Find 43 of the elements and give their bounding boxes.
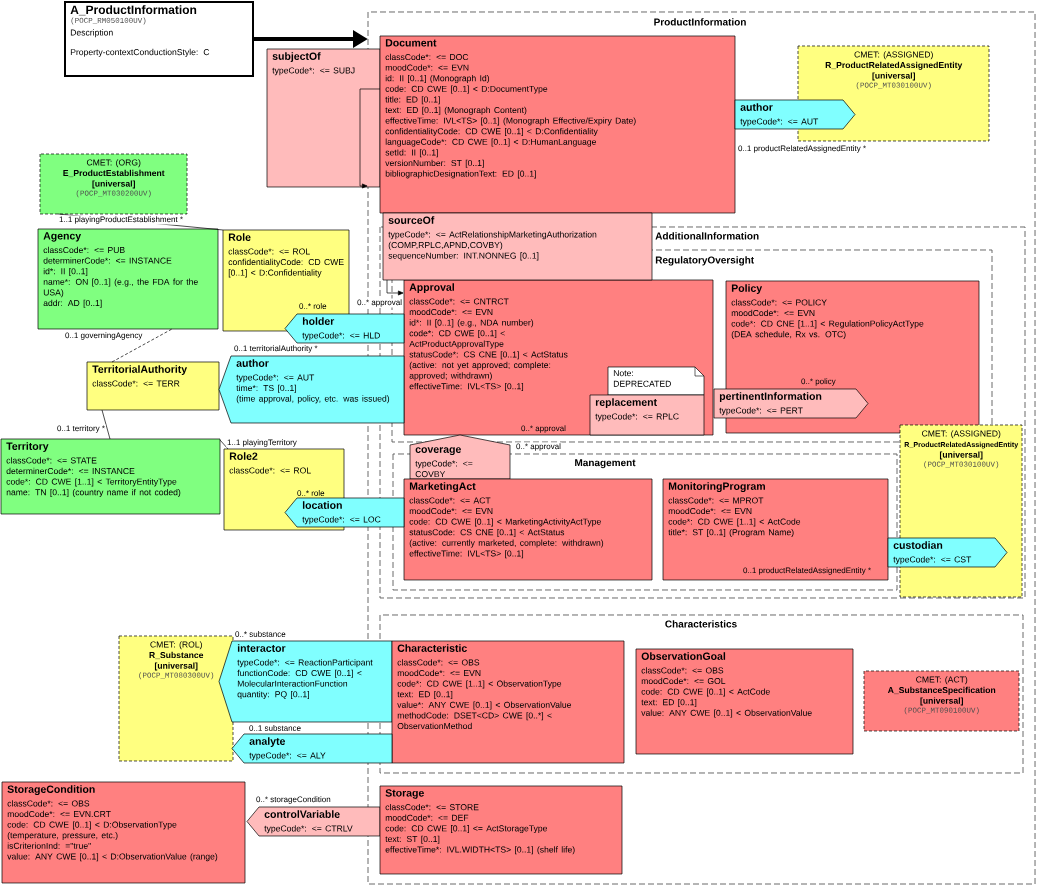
association-box: interactor typeCode*: <= ReactionParticipant functionCode: CD CWE [0..1] < MolecularInteractionFunction quantity: PQ [0..1]	[218, 640, 393, 723]
role-label: 0..* role	[299, 303, 327, 309]
association-box: custodian typeCode*: <= CST	[887, 537, 1008, 568]
association-box: controlVariable typeCode*: <= CTRLV	[246, 806, 381, 837]
connector-line	[101, 409, 111, 440]
arrow	[386, 279, 404, 296]
edge-label: 1..1 playingTerritory	[226, 438, 298, 448]
association-box: location typeCode*: <= LOC	[284, 497, 405, 528]
edge-label: 0..1 governingAgency	[64, 331, 144, 341]
association-box: author typeCode*: <= AUT	[734, 99, 856, 130]
class-box: Document classCode*: <= DOC moodCode*: <= EVN id: II [0..1] (Monograph Id) code: CD CWE [0..1] < D:DocumentType title: ED [0..1] text: ED [0..1] (Monograph Content) effectiveTime: IVL<TS> [0..1] (Monograph Effective/Expiry Date) confidentialityCode: CD CWE [0..1] < D:Confidentiality languageCode*: CD CWE [0..1] < D:HumanLanguage setId: II [0..1] versionNumber: ST [0..1] bibliographicDesignationText: ED [0..1]	[379, 35, 736, 214]
association-box: analyte typeCode*: <= ALY	[231, 733, 393, 764]
association-box: holder typeCode*: <= HLD	[284, 313, 405, 344]
class-box: Territory classCode*: <= STATE determinerCode*: <= INSTANCE code*: CD CWE [1..1] < TerritoryEntityType name: TN [0..1] (country name if not coded)	[0, 438, 221, 515]
edge-label: 0..* approval	[356, 298, 403, 308]
arrow	[359, 88, 381, 189]
connector-line	[219, 439, 229, 450]
role-label: 0..1 substance	[249, 725, 301, 731]
class-box: TerritorialAuthority classCode*: <= TERR	[86, 361, 220, 411]
class-box: Storage classCode*: <= STORE moodCode*: <= DEF code: CD CWE [0..1] <= ActStorageType text: ST [0..1] effectiveTime*: IVL.WIDTH<TS> [0..1] (shelf life)	[379, 785, 623, 875]
edge-label: 0..1 territory *	[56, 424, 106, 434]
class-box: MarketingAct classCode*: <= ACT moodCode*: <= EVN code: CD CWE [0..1] < MarketingActivityActType statusCode: CS CNE [0..1] < ActStatus (active: currently marketed, complete: withdrawn) effectiveTime: IVL<TS> [0..1]	[403, 478, 653, 581]
role-label: 0..1 territorialAuthority *	[234, 345, 318, 353]
class-box: replacement typeCode*: <= RPLC	[589, 394, 705, 436]
edge-label: 1..1 playingProductEstablishment *	[58, 215, 184, 225]
class-box: subjectOf typeCode*: <= SUBJ	[266, 48, 381, 188]
class-box: StorageCondition classCode*: <= OBS moodCode*: <= EVN.CRT code: CD CWE [0..1] < D:ObservationType (temperature, pressure, etc.) isCriterionInd: ="true" value: ANY CWE [0..1] < D:ObservationValue (range)	[1, 781, 246, 884]
role-label: 0..* role	[297, 490, 325, 496]
class-box: sourceOf typeCode*: <= ActRelationshipMarketingAuthorization (COMP,RPLC,APND,COVBY) sequenceNumber: INT.NONNEG [0..1]	[382, 212, 653, 281]
class-box: Agency classCode*: <= PUB determinerCode*: <= INSTANCE id*: II [0..1] name*: ON [0..1] (e.g., the FDA for the USA) addr: AD [0..1]	[37, 228, 219, 330]
role-label: 0..* approval	[521, 425, 566, 433]
note-box: Note: DEPRECATED	[607, 366, 705, 396]
role-label: 0..1 productRelatedAssignedEntity *	[743, 567, 871, 575]
role-label: 0..* substance	[235, 631, 286, 637]
role-label: 0..1 productRelatedAssignedEntity *	[738, 145, 866, 153]
class-box: ObservationGoal classCode*: <= OBS moodCode*: <= GOL code: CD CWE [0..1] < ActCode text: ED [0..1] value: ANY CWE [0..1] < ObservationValue	[635, 648, 854, 755]
association-box: author typeCode*: <= AUT time*: TS [0..1] (time approval, policy, etc. was issued)	[218, 355, 405, 424]
role-label: 0..* storageCondition	[256, 796, 331, 804]
class-box: Characteristic classCode*: <= OBS moodCode*: <= EVN code*: CD CWE [1..1] < ObservationType text: ED [0..1] value*: ANY CWE [0..1] < ObservationValue methodCode: DSET<CD> CWE [0..*] < ObservationMethod	[391, 640, 625, 764]
association-box: coverage typeCode*: <= COVBY	[409, 434, 511, 480]
connector-line	[111, 328, 173, 363]
association-box: pertinentInformation typeCode*: <= PERT	[713, 388, 869, 419]
role-label: 0..* policy	[801, 378, 836, 386]
